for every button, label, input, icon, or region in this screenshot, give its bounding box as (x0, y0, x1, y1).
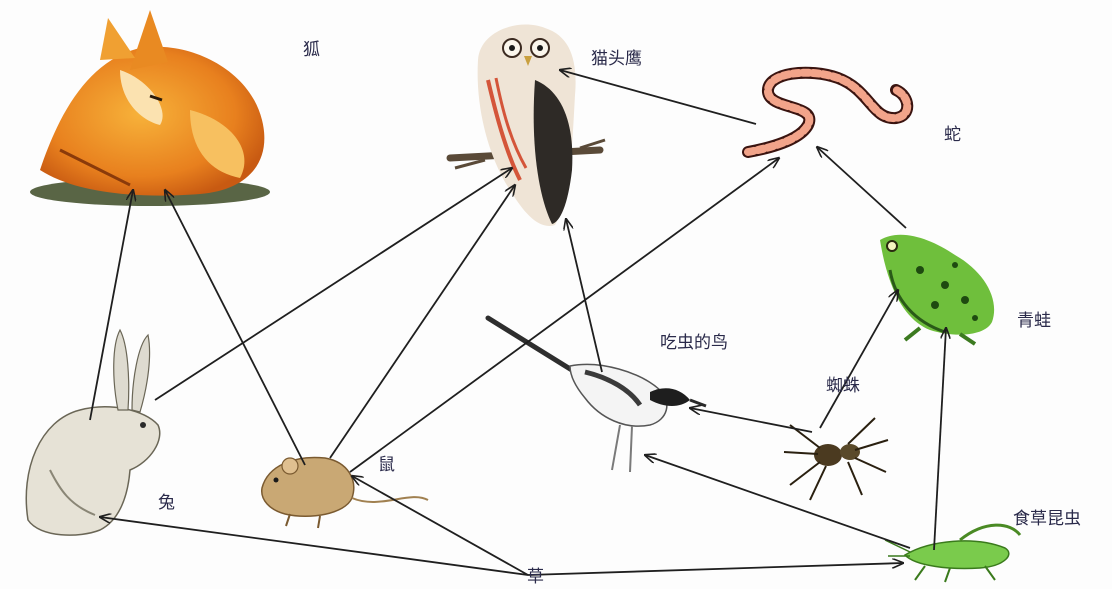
label-snake: 蛇 (944, 125, 961, 145)
rabbit-illustration (26, 330, 159, 535)
label-mouse: 鼠 (378, 455, 395, 475)
arrow-frog-to-snake (817, 147, 906, 228)
arrow-mouse-to-fox (165, 190, 305, 465)
frog-illustration (880, 235, 994, 344)
arrow-bird-to-owl (566, 219, 602, 372)
label-fox: 狐 (303, 40, 320, 60)
insect-illustration (885, 525, 1020, 582)
fox-illustration (30, 10, 270, 206)
arrow-grass-to-rabbit (100, 517, 528, 575)
arrow-snake-to-owl (560, 70, 756, 124)
arrow-spider-to-bird (690, 408, 812, 432)
label-frog: 青蛙 (1017, 311, 1051, 331)
snake-illustration (748, 73, 907, 152)
label-bird: 吃虫的鸟 (660, 333, 728, 353)
label-owl: 猫头鹰 (591, 49, 642, 69)
label-rabbit: 兔 (158, 493, 175, 513)
label-spider: 蜘蛛 (826, 376, 860, 396)
arrow-insect-to-bird (645, 455, 910, 548)
label-insect: 食草昆虫 (1013, 509, 1081, 529)
arrow-insect-to-frog (934, 328, 946, 550)
arrow-grass-to-mouse (352, 476, 528, 575)
arrow-grass-to-insect (528, 563, 903, 575)
mouse-illustration (262, 457, 428, 528)
owl-illustration (450, 25, 605, 226)
label-grass: 草 (527, 567, 544, 587)
arrow-spider-to-frog (820, 290, 898, 428)
